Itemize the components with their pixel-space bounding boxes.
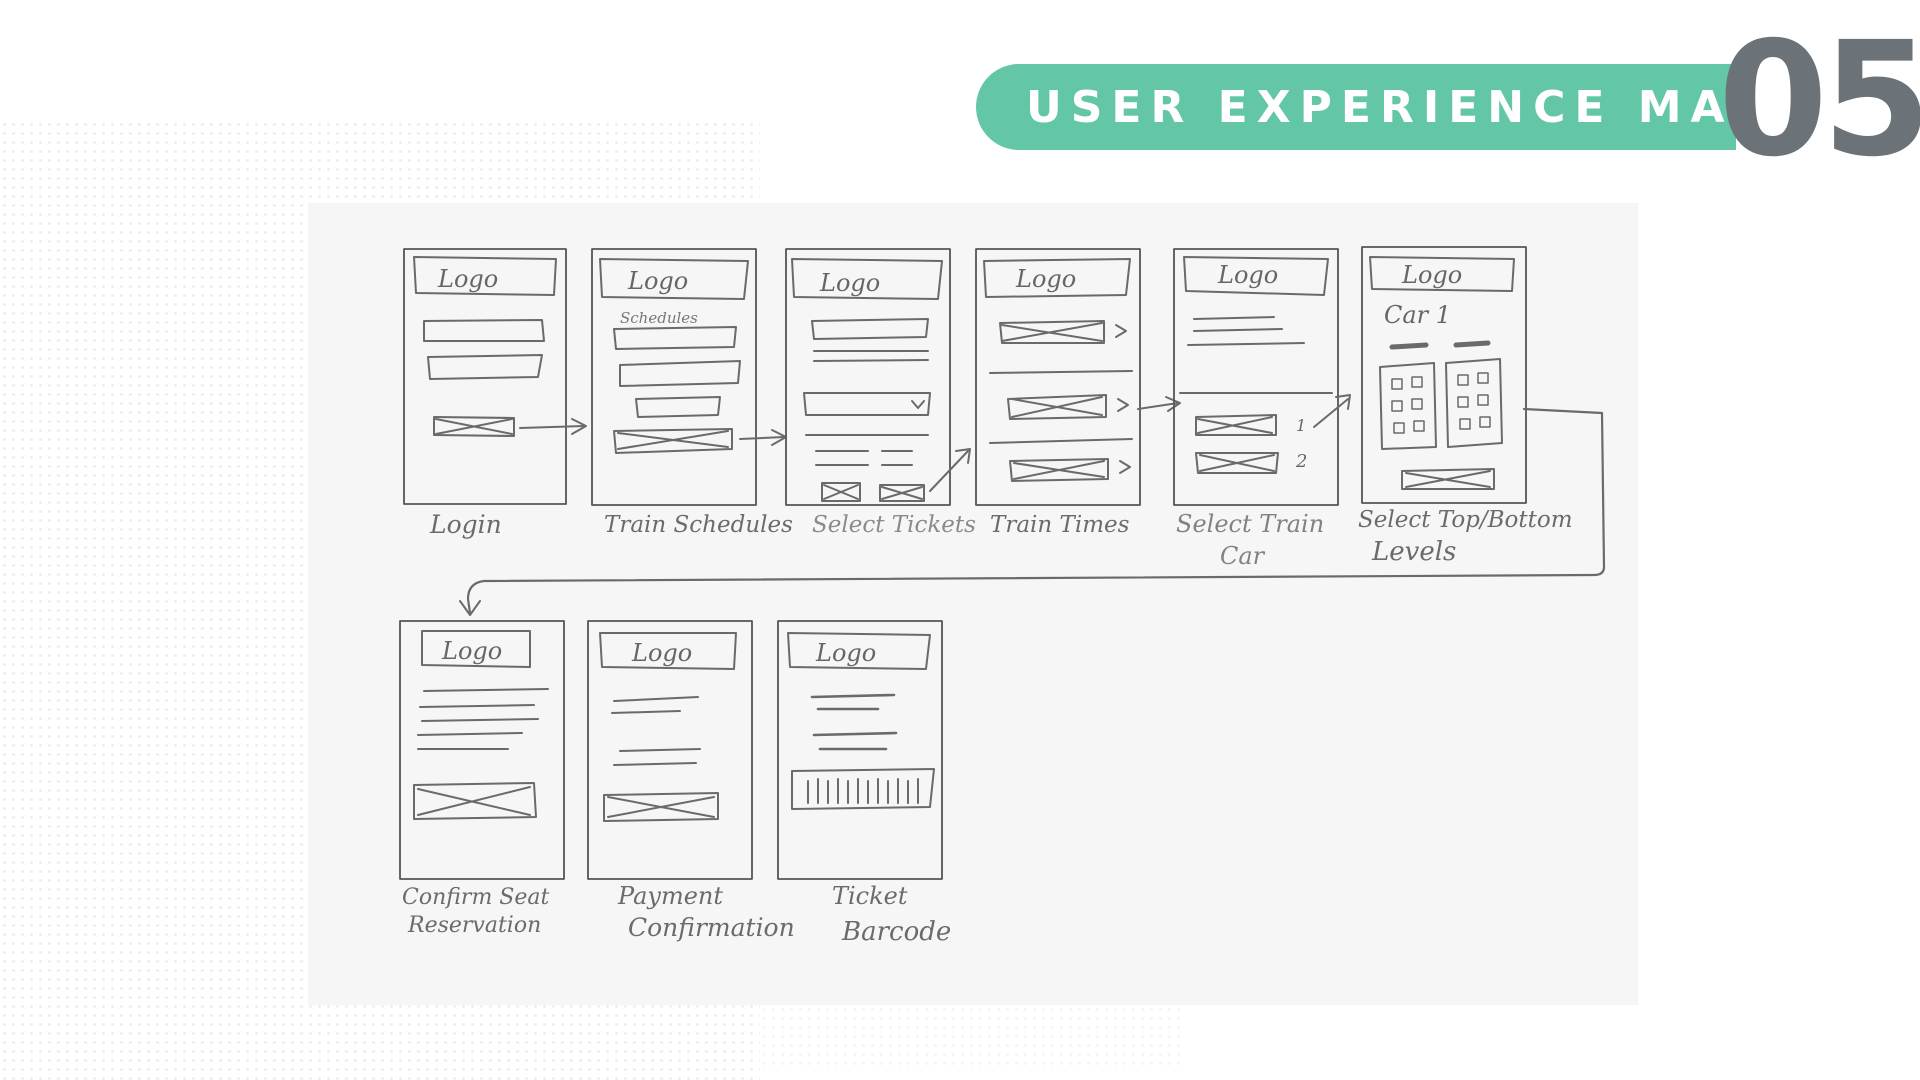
caption-confirm-seat-line1: Confirm Seat: [402, 885, 550, 910]
logo-text: Logo: [819, 269, 880, 297]
section-number: 05: [1718, 8, 1920, 192]
caption-ticket-line2: Barcode: [842, 917, 952, 947]
wireframe-select-levels: Logo Car 1: [1361, 246, 1527, 504]
caption-select-levels-line1: Select Top/Bottom: [1358, 507, 1573, 533]
wireframe-train-times: Logo: [975, 248, 1141, 506]
logo-box: [787, 632, 931, 670]
sketch-drawing: Logo Logo Schedules Logo: [399, 246, 1606, 880]
wireframe-select-tickets: Logo: [785, 248, 951, 506]
logo-box: [599, 258, 749, 300]
sketch-paper: Logo Logo Schedules Logo: [308, 203, 1638, 1005]
logo-box: [1183, 256, 1329, 296]
subhead-text: Car 1: [1384, 301, 1451, 329]
logo-text: Logo: [1401, 261, 1462, 289]
barcode-lines: [807, 778, 919, 804]
barcode-box: [791, 768, 935, 810]
car-number-1: 1: [1296, 416, 1306, 435]
caption-payment-line1: Payment: [618, 882, 723, 910]
page-title: USER EXPERIENCE MAP: [1026, 82, 1775, 133]
logo-text: Logo: [1217, 261, 1278, 289]
caption-login: Login: [430, 510, 502, 539]
logo-text: Logo: [1015, 265, 1076, 293]
wireframe-select-train-car: Logo 1 2: [1173, 248, 1339, 506]
caption-select-train-car-line2: Car: [1220, 542, 1265, 570]
wireframe-payment-confirmation: Logo: [587, 620, 753, 880]
flow-arrow: [1313, 398, 1349, 428]
caption-ticket-line1: Ticket: [832, 882, 908, 910]
caption-payment-line2: Confirmation: [628, 913, 795, 942]
logo-box: [791, 258, 943, 300]
car-number-2: 2: [1295, 451, 1307, 472]
caption-confirm-seat-line2: Reservation: [408, 913, 542, 938]
logo-box: [983, 258, 1131, 298]
logo-text: Logo: [441, 637, 502, 665]
logo-text: Logo: [815, 639, 876, 667]
flow-arrow: [739, 436, 785, 440]
caption-select-levels-line2: Levels: [1372, 537, 1457, 567]
wireframe-login: Logo: [403, 248, 567, 505]
title-banner: [976, 64, 1736, 150]
caption-select-tickets: Select Tickets: [812, 512, 976, 538]
logo-box: [1369, 256, 1515, 292]
x-placeholder: [613, 428, 733, 454]
flow-arrow: [929, 450, 969, 492]
flow-arrow: [1137, 402, 1179, 410]
input-field: [423, 319, 545, 342]
input-field: [427, 354, 543, 380]
logo-box: [413, 256, 557, 296]
wireframe-ticket-barcode: Logo: [777, 620, 943, 880]
subhead-text: Schedules: [620, 309, 698, 327]
logo-text: Logo: [631, 639, 692, 667]
caption-train-schedules: Train Schedules: [604, 512, 793, 538]
caption-train-times: Train Times: [990, 512, 1130, 538]
flow-arrow-wrap: [466, 407, 1606, 615]
flow-arrow: [519, 425, 585, 429]
x-placeholder: [433, 416, 515, 437]
logo-box: [421, 630, 531, 668]
wireframe-confirm-seat: Logo: [399, 620, 565, 880]
logo-box: [599, 632, 737, 670]
logo-text: Logo: [437, 265, 498, 293]
logo-text: Logo: [627, 267, 688, 295]
wireframe-train-schedules: Logo Schedules: [591, 248, 757, 506]
caption-select-train-car-line1: Select Train: [1176, 510, 1325, 538]
